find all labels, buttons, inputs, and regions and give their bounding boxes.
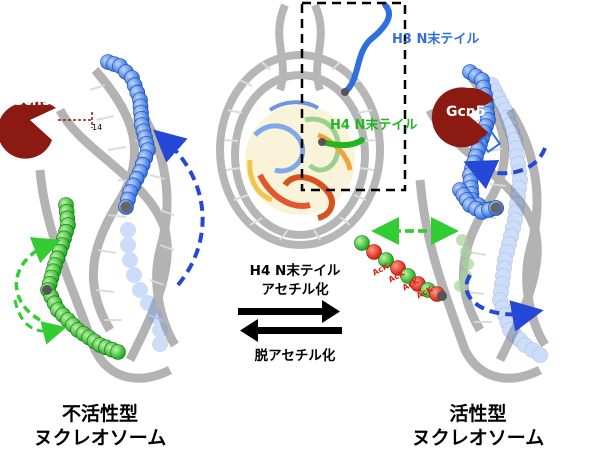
deacetylation-label: 脱アセチル化 (254, 348, 336, 364)
gcn5-right-shape (431, 87, 494, 148)
h3-ghost-bead (502, 117, 518, 133)
h3-ghost-bead (504, 124, 521, 141)
active-h3-motion-arrow (463, 147, 547, 190)
h3-ghost-bead (501, 236, 517, 252)
h3-ghost-bead (507, 212, 523, 228)
h3-ghost-bead (497, 252, 513, 268)
inactive-h3-anchor (120, 201, 132, 213)
h3-tail-label: H3 N末テイル (392, 32, 480, 47)
center-h4-anchor (318, 138, 326, 146)
h3-ghost-bead (503, 228, 519, 244)
h4-bead (378, 252, 394, 268)
h3-ghost-bead (493, 95, 510, 112)
residue-number-label: 14 (92, 123, 103, 132)
h3-ghost-bead (497, 102, 513, 118)
tail-highlight-box (300, 1, 407, 192)
h3-ghost-bead (507, 132, 523, 148)
h4-bead (110, 344, 126, 360)
h3-ghost-bead (492, 292, 508, 308)
center-h3-tail (342, 2, 392, 95)
acetylation-arrow (238, 300, 340, 323)
histone-core (245, 100, 355, 221)
inactive-h3-tail-shadow (120, 222, 168, 352)
h3-ghost-bead (509, 148, 525, 164)
gcn5-left-shape (0, 101, 56, 159)
inactive-h4-anchor (42, 285, 52, 295)
h4-tail-label: H4 N末テイル (330, 118, 418, 133)
active-h4-tail-ghost (454, 234, 474, 292)
active-nucleosome-caption: 活性型 ヌクレオソーム (411, 403, 545, 449)
gcn5-right-pocket (478, 130, 502, 154)
h3-ghost-bead (532, 347, 548, 363)
active-h3-motion-arrow-2 (464, 273, 544, 332)
acetylation-label: H4 N末テイル アセチル化 (249, 263, 341, 298)
inactive-h3-motion-arrow (153, 129, 205, 287)
h3-ghost-bead (524, 342, 541, 358)
gcn5-left-label: Gcn5 (12, 93, 52, 109)
inactive-h3-tail (100, 54, 156, 215)
inactive-dna-rungs (89, 84, 175, 321)
gcn5-left-link (58, 112, 93, 128)
h3-ghost-bead (499, 109, 516, 126)
h3-ghost-bead (495, 268, 511, 284)
active-h4-tail-acetylated (354, 235, 447, 302)
h3-ghost-bead (511, 180, 527, 196)
h3-ghost-bead (509, 196, 525, 212)
h4-bead (354, 235, 370, 251)
h3-ghost-bead (517, 337, 533, 353)
h3-ghost-bead (512, 332, 528, 348)
center-nucleosome-dna (216, 3, 384, 249)
h3-ghost-bead (505, 220, 521, 236)
inactive-nucleosome-caption: 不活性型 ヌクレオソーム (33, 403, 167, 449)
h3-ghost-bead (508, 204, 524, 220)
inactive-h4-motion-arrow (14, 237, 62, 322)
h3-ghost-bead (496, 260, 512, 276)
deacetylation-arrow (240, 319, 342, 342)
gcn5-right-label: Gcn5 (446, 104, 486, 120)
h3-ghost-bead (508, 140, 524, 156)
center-h3-anchor (341, 88, 349, 96)
h3-ghost-bead (494, 276, 510, 292)
inactive-h4-motion-arrow-2 (13, 299, 67, 345)
h3-ghost-bead (510, 188, 526, 204)
h3-ghost-bead (493, 284, 509, 300)
active-h4-anchor (437, 291, 447, 301)
active-h3-anchor (490, 202, 502, 214)
h3-ghost-bead (499, 244, 515, 260)
